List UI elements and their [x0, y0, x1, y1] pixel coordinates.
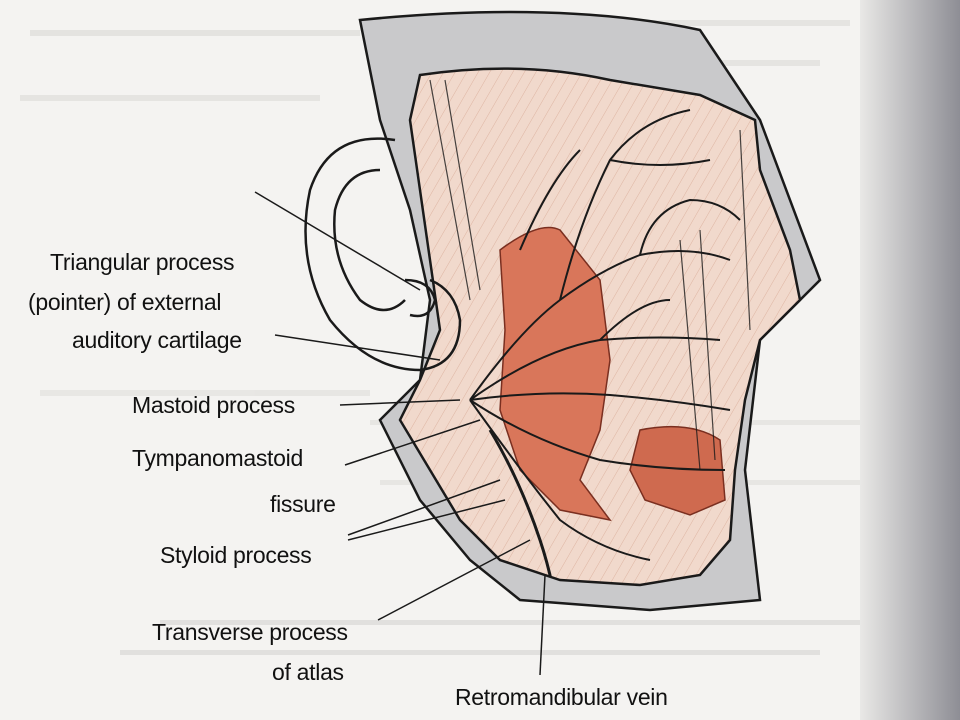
leader-triangular: [254, 191, 421, 291]
fascia-lines: [429, 79, 751, 471]
label-tympanomastoid-2: fissure: [270, 491, 336, 517]
leader-transverse: [377, 539, 531, 621]
label-tympanomastoid-1: Tympanomastoid: [132, 445, 303, 471]
label-triangular-process-3: auditory cartilage: [72, 327, 242, 353]
label-retromandibular-vein: Retromandibular vein: [455, 684, 668, 710]
label-styloid-process: Styloid process: [160, 542, 311, 568]
leader-retromandibular: [539, 574, 546, 676]
leader-mastoid: [339, 399, 461, 406]
leader-styloid-2: [347, 499, 506, 541]
leader-tympanomastoid: [344, 419, 481, 466]
exposed-tissue: [400, 68, 800, 586]
incision-outline: [398, 67, 802, 587]
lower-muscle-region: [629, 425, 726, 516]
label-transverse-process-1: Transverse process: [152, 619, 348, 645]
leader-auditory: [274, 334, 441, 361]
external-ear: [304, 137, 462, 372]
leader-lines: [254, 191, 546, 676]
leader-styloid-1: [347, 479, 501, 536]
facial-nerve-branches: [469, 109, 741, 561]
label-mastoid-process: Mastoid process: [132, 392, 295, 418]
diagram-labels: Triangular process (pointer) of external…: [28, 249, 668, 710]
masseter-muscle-region: [499, 226, 612, 522]
page-edge-shadow: [860, 0, 960, 720]
label-transverse-process-2: of atlas: [272, 659, 344, 685]
label-triangular-process-2: (pointer) of external: [28, 289, 221, 315]
label-triangular-process-1: Triangular process: [50, 249, 234, 275]
